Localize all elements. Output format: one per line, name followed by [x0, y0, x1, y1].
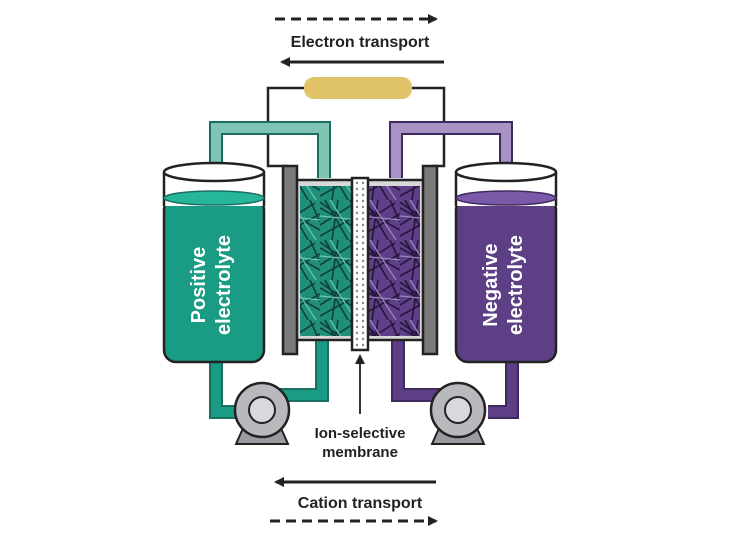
positive-tank: Positive electrolyte	[162, 161, 266, 364]
negative-current-collector	[421, 164, 439, 356]
membrane-label-line2: membrane	[322, 444, 398, 461]
positive-electrolyte-label-line1: Positive	[188, 247, 210, 324]
negative-tank: Negative electrolyte	[454, 161, 558, 364]
positive-current-collector	[281, 164, 299, 356]
positive-pump	[233, 381, 291, 445]
cation-transport-arrows: Cation transport	[270, 477, 438, 526]
cation-transport-label: Cation transport	[298, 495, 423, 512]
positive-electrolyte-label-line2: electrolyte	[213, 235, 235, 335]
positive-tubing	[209, 121, 331, 419]
ion-selective-membrane	[350, 176, 370, 352]
membrane-label-line1: Ion-selective	[315, 425, 406, 442]
negative-pump	[429, 381, 487, 445]
electron-transport-arrows: Electron transport	[275, 14, 444, 67]
negative-electrolyte-label-line1: Negative	[480, 243, 502, 326]
positive-felt-electrode	[300, 186, 352, 336]
negative-tubing	[389, 121, 519, 419]
load-resistor	[304, 77, 412, 99]
negative-electrolyte-label-line2: electrolyte	[505, 235, 527, 335]
negative-felt-electrode	[368, 186, 420, 336]
electron-transport-label: Electron transport	[291, 34, 430, 51]
